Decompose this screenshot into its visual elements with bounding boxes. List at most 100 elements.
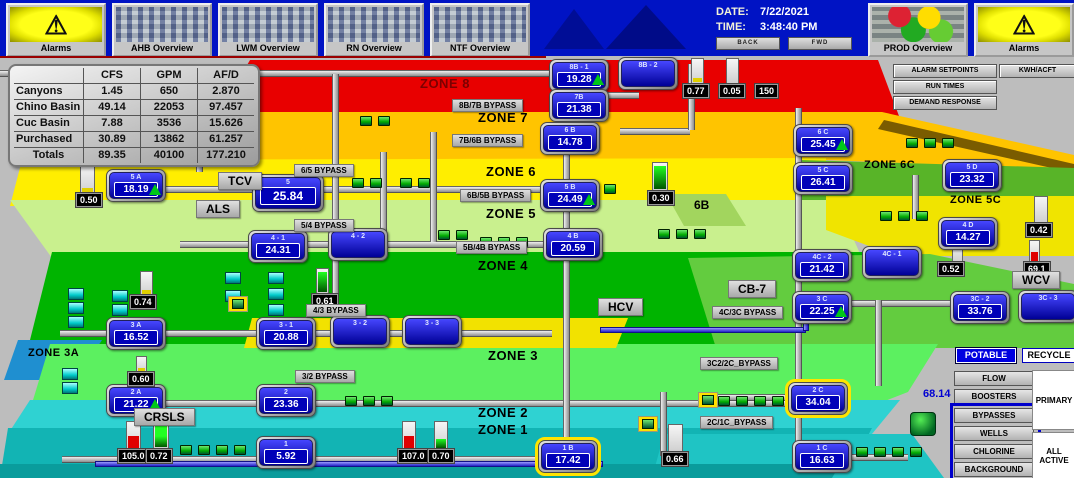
filter-bypasses-button[interactable]: BYPASSES — [954, 408, 1034, 423]
reservoir-icon — [910, 412, 936, 436]
flow-table-row-name: Canyons — [14, 83, 84, 100]
demand-response-button[interactable]: DEMAND RESPONSE — [893, 96, 997, 110]
valve-icon — [418, 178, 430, 188]
zone-label-zone-3a: ZONE 3A — [28, 347, 80, 359]
flow-display-3c-3[interactable]: 3C - 3 — [1018, 290, 1074, 323]
back-button[interactable]: BACK — [716, 37, 780, 50]
level-gauge — [80, 164, 95, 194]
nav-ntf-overview-button[interactable]: NTF Overview — [430, 3, 530, 57]
run-times-button[interactable]: RUN TIMES — [893, 80, 997, 94]
filter-chlorine-button[interactable]: CHLORINE — [954, 444, 1034, 459]
nav-alarms-right-button[interactable]: ⚠Alarms — [974, 3, 1074, 57]
gauge-fill — [142, 290, 151, 294]
display-face: 4C - 1 — [865, 249, 919, 276]
label-3c2-2c-bypass: 3C2/2C_BYPASS — [700, 357, 778, 370]
gauge-fill — [654, 166, 666, 189]
label-crsls: CRSLS — [134, 408, 195, 426]
pipe — [620, 128, 690, 135]
filter-boosters-button[interactable]: BOOSTERS — [954, 389, 1034, 404]
display-value: 23.36 — [264, 397, 308, 412]
display-value: 24.31 — [256, 243, 300, 258]
flow-table-cell: 7.88 — [83, 115, 141, 132]
display-face: 3C - 3 — [1021, 293, 1074, 320]
zone-label-zone-3: ZONE 3 — [488, 348, 538, 363]
pipe — [660, 392, 667, 456]
alarm-setpoints-button[interactable]: ALARM SETPOINTS — [893, 64, 997, 78]
nav-prod-overview-button[interactable]: PROD Overview — [868, 3, 968, 57]
mountain-icon — [544, 9, 604, 49]
value-readout-0-50: 0.50 — [75, 192, 103, 208]
value-readout-0-05: 0.05 — [718, 83, 746, 99]
filter-wells-button[interactable]: WELLS — [954, 426, 1034, 441]
nav-lwm-overview-button[interactable]: LWM Overview — [218, 3, 318, 57]
filter-flow-button[interactable]: FLOW — [954, 371, 1034, 386]
flow-display-4c-1[interactable]: 4C - 1 — [862, 246, 922, 279]
valve-icon — [180, 445, 192, 455]
display-label: 4 D — [962, 222, 974, 229]
valve-icon — [400, 178, 412, 188]
pipe — [0, 70, 552, 77]
kwh-acft-button[interactable]: KWH/ACFT — [999, 64, 1074, 78]
flow-display-4-2[interactable]: 4 - 2 — [328, 228, 388, 261]
label-5b-4b-bypass: 5B/4B BYPASS — [456, 241, 528, 254]
value-readout-0-77: 0.77 — [682, 83, 710, 99]
fwd-button[interactable]: FWD — [788, 37, 852, 50]
alarm-highlighted-valve-icon — [638, 416, 658, 432]
nav-rn-overview-button[interactable]: RN Overview — [324, 3, 424, 57]
display-label: 7B — [574, 94, 584, 101]
flow-table-cell: 1.45 — [83, 83, 141, 100]
flow-display-3-3[interactable]: 3 - 3 — [402, 315, 462, 348]
level-gauge — [1034, 196, 1048, 224]
pipe — [430, 132, 437, 242]
display-value: 33.76 — [958, 304, 1002, 319]
mountains-graphic — [530, 3, 712, 53]
filter-background-button[interactable]: BACKGROUND — [954, 462, 1034, 477]
nav-ahb-overview-button[interactable]: AHB Overview — [112, 3, 212, 57]
nav-prod-overview-label: PROD Overview — [870, 42, 966, 55]
zone-label-zone-4: ZONE 4 — [478, 258, 528, 273]
display-value — [870, 259, 914, 274]
nav-ahb-overview-label: AHB Overview — [114, 42, 210, 55]
nav-alarms-left-button[interactable]: ⚠Alarms — [6, 3, 106, 57]
flow-display-3-2[interactable]: 3 - 2 — [330, 315, 390, 348]
potable-button[interactable]: POTABLE — [955, 347, 1017, 364]
value-readout-0-60: 0.60 — [127, 371, 155, 387]
level-gauge — [434, 421, 448, 450]
display-value: 25.84 — [260, 187, 316, 205]
tank-icon — [68, 288, 84, 300]
flow-display-8b-2[interactable]: 8B - 2 — [618, 57, 678, 90]
pipe — [597, 92, 639, 99]
flow-table-cell: 49.14 — [83, 99, 141, 116]
recycle-button[interactable]: RECYCLE — [1022, 348, 1074, 363]
valve-icon — [916, 211, 928, 221]
display-label: 8B - 1 — [569, 64, 589, 71]
